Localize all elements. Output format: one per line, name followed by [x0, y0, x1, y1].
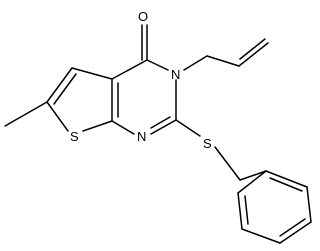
bond-ph-inner-3	[244, 195, 249, 225]
bond-c6-s7	[46, 101, 69, 132]
bond-c2-s	[175, 119, 201, 137]
bond-ph-3	[279, 221, 312, 244]
bond-ch-ch2-double	[239, 38, 266, 60]
bond-ph-inner-2	[279, 218, 306, 237]
bond-s-ch2	[214, 146, 241, 181]
bond-c5-c6	[46, 67, 73, 103]
bond-ph-4	[241, 228, 281, 244]
bond-n3-ch2	[183, 55, 208, 71]
atom-label-sulfur-ring: S	[70, 129, 79, 144]
atom-label-nitrogen-1: N	[137, 129, 146, 144]
bond-n1-c7a	[111, 120, 135, 135]
bond-c4-n3	[146, 59, 169, 71]
bond-c4a-c4	[111, 59, 148, 80]
bonds	[4, 24, 312, 244]
bond-c2-n1	[150, 119, 177, 135]
bond-ph-1	[265, 170, 308, 188]
atom-label-sulfur-thioether: S	[203, 136, 212, 151]
bond-ph-5	[237, 192, 243, 230]
bond-s7-c7a	[82, 120, 113, 132]
bond-ch2-phenyl	[239, 170, 267, 181]
bond-ch2-ch	[206, 55, 240, 67]
bond-c5-c6-double	[53, 73, 77, 105]
bond-ch-ch2	[238, 42, 269, 67]
atom-labels: O N N S S	[70, 9, 212, 151]
bond-c4a-c5	[71, 67, 113, 80]
bond-ph-2	[306, 186, 312, 223]
bond-ph-inner-1	[269, 177, 303, 192]
bond-c6-methyl	[4, 101, 48, 127]
bond-c2-n1-double	[150, 116, 171, 129]
bond-ph-6	[237, 170, 267, 194]
atom-label-oxygen: O	[138, 9, 148, 24]
atom-label-nitrogen-3: N	[171, 67, 180, 82]
